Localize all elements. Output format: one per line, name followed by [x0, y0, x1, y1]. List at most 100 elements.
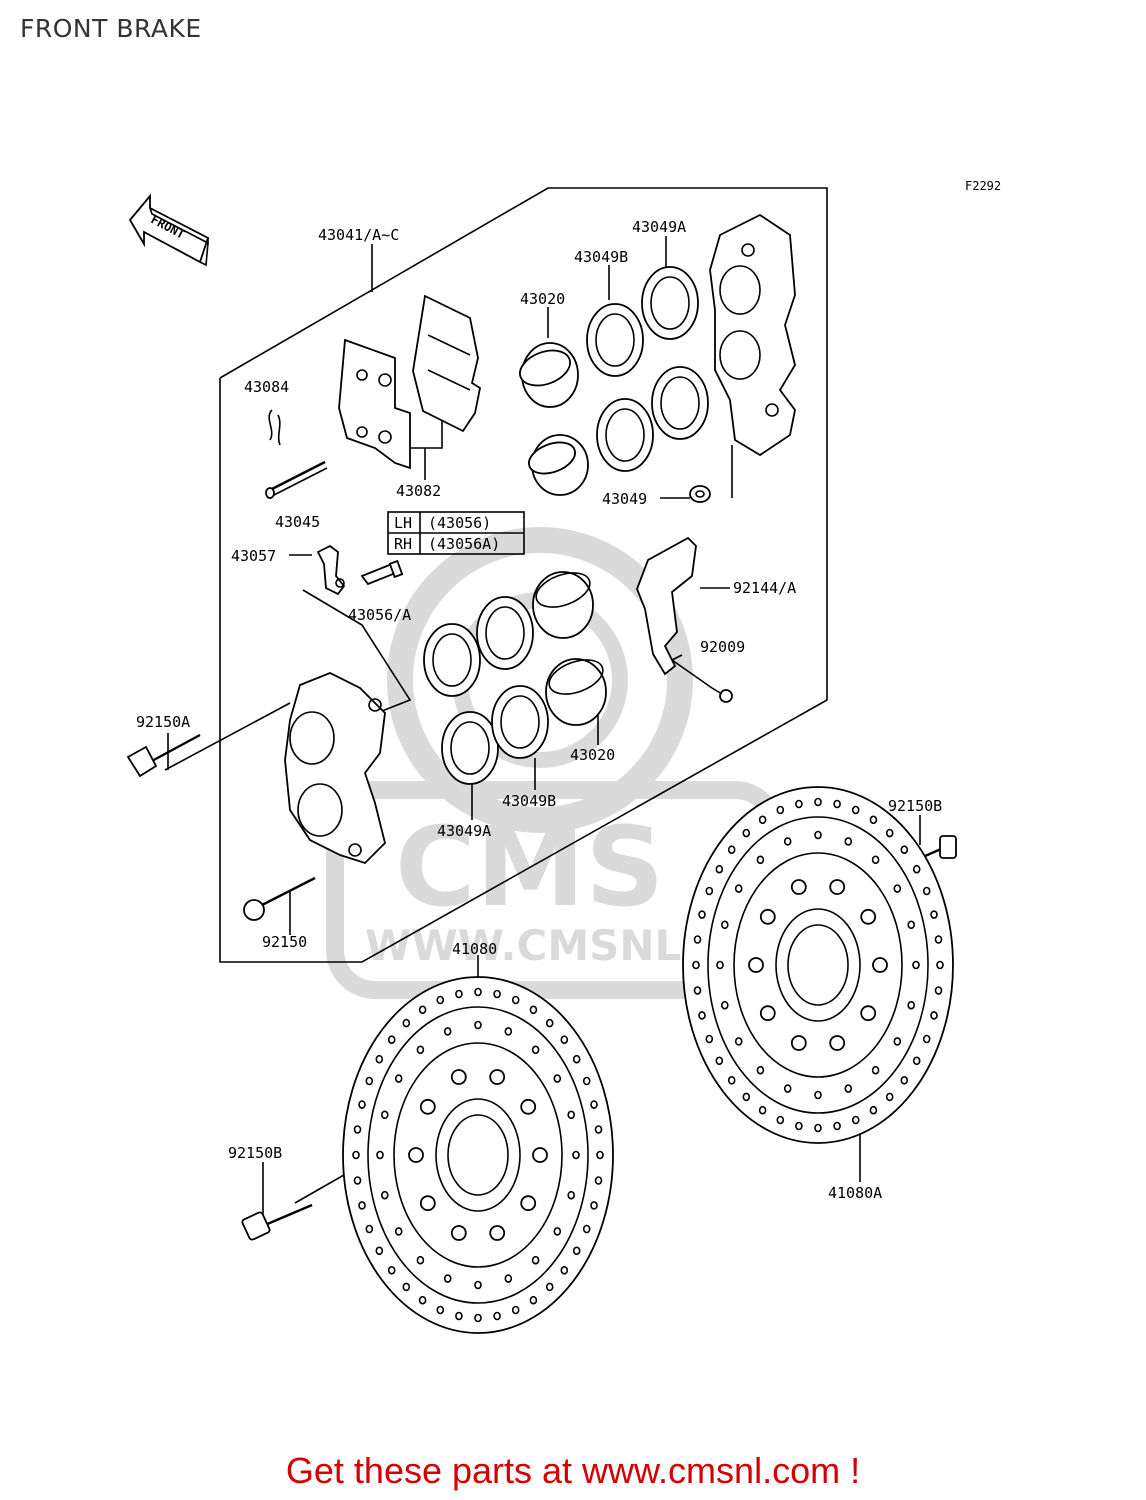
disc-vent-hole: [358, 1201, 366, 1210]
disc-vent-hole: [783, 1084, 792, 1093]
disc-vent-hole: [692, 960, 700, 970]
disc-vent-hole: [833, 1121, 841, 1131]
label-43041: 43041/A~C: [318, 226, 399, 244]
disc-vent-hole: [795, 1121, 803, 1131]
disc-vent-hole: [455, 1311, 463, 1321]
disc-vent-hole: [553, 1074, 562, 1083]
disc-vent-hole: [934, 935, 943, 944]
label-92150b-right: 92150B: [888, 797, 942, 815]
disc-vent-hole: [727, 845, 736, 855]
disc-vent-hole: [930, 910, 938, 919]
disc-rivet: [860, 908, 877, 925]
label-92144: 92144/A: [733, 579, 796, 597]
piston-upper-1: [519, 342, 579, 408]
disc-vent-hole: [531, 1255, 540, 1265]
disc-vent-hole: [387, 1035, 396, 1044]
disc-rivet: [860, 1005, 877, 1022]
footer-link[interactable]: Get these parts at www.cmsnl.com !: [285, 1450, 861, 1491]
disc-vent-hole: [893, 884, 902, 893]
disc-vent-hole: [376, 1150, 384, 1160]
disc-rivet: [759, 908, 776, 925]
disc-vent-hole: [912, 960, 920, 970]
label-43084: 43084: [244, 378, 289, 396]
disc-vent-hole: [572, 1246, 581, 1256]
label-43049b-top: 43049B: [574, 248, 628, 266]
disc-vent-hole: [553, 1227, 562, 1236]
bleeder-valve-43056: [360, 559, 404, 586]
piston-lower-2: [545, 658, 607, 726]
brake-disc-41080a: [682, 786, 954, 1144]
disc-vent-hole: [365, 1076, 374, 1086]
label-43057: 43057: [231, 547, 276, 565]
disc-vent-hole: [776, 1115, 785, 1125]
disc-vent-hole: [358, 1100, 366, 1109]
disc-rivet: [489, 1225, 506, 1241]
seal-lower-a-1: [423, 623, 481, 697]
disc-vent-hole: [474, 1280, 482, 1290]
disc-rivet: [419, 1098, 436, 1115]
disc-vent-hole: [529, 1295, 538, 1305]
disc-vent-hole: [474, 1313, 482, 1323]
label-43049: 43049: [602, 490, 647, 508]
disc-vent-hole: [567, 1110, 576, 1120]
label-43045: 43045: [275, 513, 320, 531]
caliper-assembly-outline: [219, 187, 828, 963]
disc-vent-hole: [885, 828, 894, 838]
label-92150: 92150: [262, 933, 307, 951]
pad-spring-clip-43084: [268, 409, 281, 446]
disc-rivet: [829, 1035, 846, 1051]
disc-vent-hole: [869, 1105, 878, 1115]
seal-lower-b-2: [491, 685, 549, 759]
disc-vent-hole: [560, 1266, 569, 1275]
disc-rivet: [872, 957, 888, 973]
disc-vent-hole: [698, 910, 706, 919]
label-43049a-bottom: 43049A: [437, 822, 491, 840]
disc-vent-hole: [912, 1056, 921, 1066]
disc-vent-hole: [693, 986, 702, 995]
disc-vent-hole: [742, 828, 751, 838]
disc-vent-hole: [493, 989, 501, 999]
page-title: FRONT BRAKE: [20, 14, 202, 43]
disc-vent-hole: [567, 1190, 576, 1200]
disc-vent-hole: [715, 1056, 724, 1066]
seal-upper-b-2: [596, 398, 654, 472]
pad-pin-43045: [265, 460, 328, 499]
disc-vent-hole: [455, 989, 463, 999]
disc-vent-hole: [418, 1005, 427, 1015]
disc-vent-hole: [851, 805, 860, 815]
label-43056a: 43056/A: [348, 606, 411, 624]
brake-disc-41080: [342, 976, 614, 1334]
figure-code: F2292: [965, 179, 1001, 193]
disc-vent-hole: [545, 1282, 554, 1292]
part-labels: 43041/A~C 43049A 43049B 43020 43084 4308…: [136, 218, 942, 1202]
label-92150b-left: 92150B: [228, 1144, 282, 1162]
disc-vent-hole: [474, 987, 482, 997]
label-43049b-bottom: 43049B: [502, 792, 556, 810]
hose-fitting-43057: [316, 544, 346, 596]
seal-lower-a-2: [441, 711, 499, 785]
disc-vent-hole: [795, 799, 803, 809]
disc-vent-hole: [833, 799, 841, 809]
disc-vent-hole: [715, 864, 724, 874]
disc-rivet: [489, 1069, 506, 1085]
disc-vent-hole: [783, 837, 792, 846]
disc-vent-hole: [705, 1034, 714, 1044]
disc-rivet: [532, 1147, 548, 1163]
variant-table: LH (43056) RH (43056A): [387, 511, 525, 555]
disc-vent-hole: [436, 1305, 445, 1315]
disc-rivet: [408, 1147, 424, 1163]
disc-vent-hole: [402, 1282, 411, 1292]
disc-rivet: [790, 879, 807, 895]
disc-vent-hole: [814, 1090, 822, 1100]
disc-vent-hole: [758, 815, 767, 825]
disc-vent-hole: [353, 1176, 362, 1185]
front-arrow-icon: FRONT: [128, 193, 210, 267]
disc-vent-hole: [590, 1201, 598, 1210]
label-43020-top: 43020: [520, 290, 565, 308]
disc-vent-hole: [474, 1020, 482, 1030]
disc-vent-hole: [844, 837, 853, 846]
disc-vent-hole: [844, 1084, 853, 1093]
seal-lower-b-1: [476, 596, 534, 670]
label-92150a: 92150A: [136, 713, 190, 731]
